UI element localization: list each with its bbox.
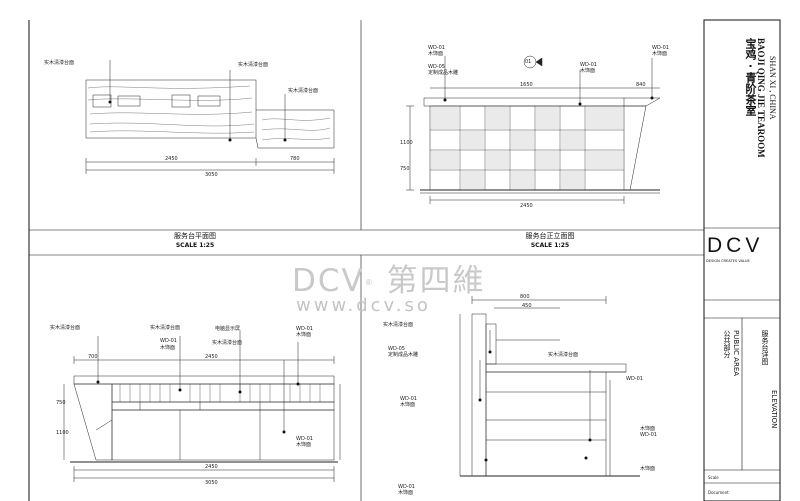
plan-label: 实木清漆台面 — [288, 88, 319, 94]
dcv-slogan: DESIGN CREATES VALUE — [706, 259, 750, 263]
watermark-logo: DCV — [292, 263, 365, 299]
back-label: 实木清漆台面 — [50, 325, 81, 331]
section-label: 木饰面 — [640, 466, 656, 472]
project-title-cn: 宝鸡 · 青阶茶室 — [744, 38, 757, 116]
section-label: 实木清漆台面 — [548, 352, 579, 358]
project-title-en: BAOJI QING JIE TEAROOM — [756, 38, 766, 158]
back-label: 木饰面 — [296, 332, 312, 338]
back-label: 实木清漆台面 — [212, 340, 243, 346]
back-dim: 2450 — [205, 354, 218, 360]
back-label: 实木清漆台面 — [150, 325, 181, 331]
plan-view — [85, 60, 335, 174]
watermark-url: www.dcv.so — [296, 295, 431, 316]
front-label: WD-01 — [580, 62, 597, 68]
front-elevation-view — [406, 55, 661, 204]
drawing-cn: 服务台详图 — [761, 330, 769, 365]
section-label: 木饰面 — [400, 402, 416, 408]
plan-label: 实木清漆台面 — [44, 60, 75, 66]
section-label: WD-01 — [640, 432, 657, 438]
scale-label: Scale — [708, 475, 719, 480]
plan-scale: SCALE 1:25 — [175, 242, 215, 249]
plan-dim: 2450 — [165, 156, 178, 162]
section-label: WD-01 — [400, 396, 417, 402]
front-scale: SCALE 1:25 — [530, 242, 570, 249]
back-label: 木饰面 — [160, 345, 176, 351]
section-dim: 800 — [520, 294, 530, 300]
back-label: WD-01 — [160, 338, 177, 344]
front-dim: 1100 — [400, 140, 413, 146]
plan-dim: 3050 — [205, 172, 218, 178]
section-dim: 450 — [522, 303, 532, 309]
project-location: SHAN XI , CHINA — [768, 56, 777, 120]
section-label: 实木清漆台面 — [383, 322, 414, 328]
front-label: 定制成品木雕 — [428, 70, 459, 76]
front-dim: 750 — [400, 166, 410, 172]
front-label: WD-01 — [428, 45, 445, 51]
section-label: 木饰面 — [398, 490, 414, 496]
plan-caption: 服务台平面图 — [174, 232, 216, 240]
section-label: WD-01 — [398, 484, 415, 490]
back-label: 电脑显示屏 — [215, 326, 241, 332]
plan-label: 实木清漆台面 — [238, 62, 269, 68]
document-label: Document — [708, 490, 729, 495]
section-label: WD-05 — [388, 346, 405, 352]
front-caption: 服务台正立面图 — [525, 232, 575, 240]
front-label: 木饰面 — [652, 51, 668, 57]
back-label: WD-01 — [296, 436, 313, 442]
dcv-logo: DCV — [707, 234, 764, 257]
back-dim: 700 — [88, 354, 98, 360]
area-en: PUBLIC AREA — [732, 330, 740, 377]
front-dim: 1650 — [520, 82, 533, 88]
front-dim: 2450 — [520, 203, 533, 209]
section-label: 定制成品木雕 — [388, 352, 419, 358]
back-dim: 750 — [56, 400, 66, 406]
front-dim: 840 — [636, 82, 646, 88]
section-marker: 01 — [525, 59, 532, 65]
section-label: 木饰面 — [640, 426, 656, 432]
front-label: WD-01 — [652, 45, 669, 51]
front-label: 木饰面 — [580, 68, 596, 74]
section-label: WD-01 — [626, 376, 643, 382]
back-dim: 2450 — [205, 464, 218, 470]
front-label: WD-05 — [428, 64, 445, 70]
area-cn: 公共部分 — [723, 330, 731, 358]
watermark-brand: DCV® 第四維 — [292, 263, 486, 299]
section-view — [459, 296, 640, 477]
back-dim: 1100 — [56, 430, 69, 436]
back-label: 木饰面 — [296, 442, 312, 448]
back-elevation-view — [63, 330, 341, 482]
back-label: WD-01 — [296, 326, 313, 332]
watermark-name: 第四維 — [386, 263, 486, 299]
back-dim: 3050 — [205, 480, 218, 486]
drawing-en: ELEVATION — [770, 390, 778, 429]
front-label: 木饰面 — [428, 51, 444, 57]
plan-dim: 780 — [290, 156, 300, 162]
